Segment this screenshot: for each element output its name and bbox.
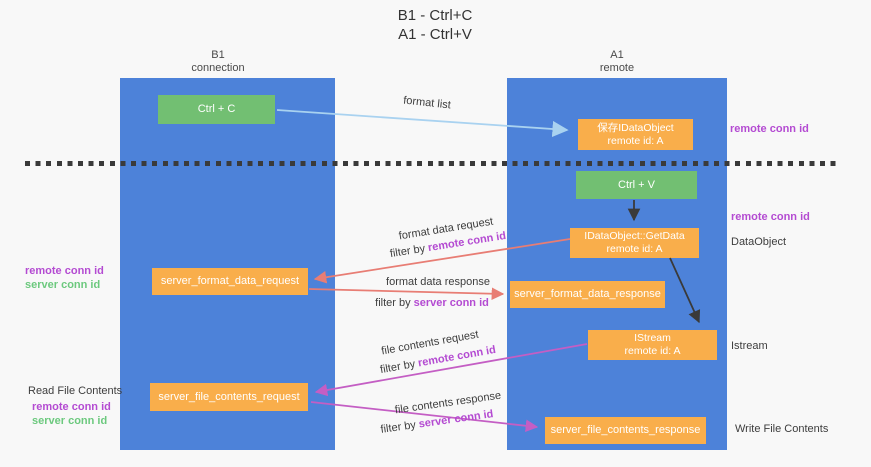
remote-conn-id-annotation-top: remote conn id xyxy=(730,123,809,135)
ctrl-v-label: Ctrl + V xyxy=(618,178,655,191)
save-dataobject-line2: remote id: A xyxy=(607,134,664,147)
lifeline-header-b1: B1 connection xyxy=(148,49,288,75)
lifeline-a1-role: remote xyxy=(599,62,635,74)
ctrl-c-label: Ctrl + C xyxy=(197,103,236,115)
title-line-1: B1 - Ctrl+C xyxy=(397,7,473,24)
server-file-contents-request-box: server_file_contents_request xyxy=(150,383,308,411)
istream-box: IStream remote id: A xyxy=(588,330,717,360)
getdata-box: IDataObject::GetData remote id: A xyxy=(570,228,699,258)
remote-conn-id-annotation-mid: remote conn id xyxy=(731,211,810,223)
server-file-contents-request-label: server_file_contents_request xyxy=(158,390,300,403)
filter-by-text: filter by xyxy=(389,242,430,261)
format-list-label: format list xyxy=(402,94,452,112)
filter-by-text: filter by xyxy=(379,357,420,377)
remote-conn-id-annotation-left-top: remote conn id xyxy=(25,265,104,277)
ctrl-c-box: Ctrl + C xyxy=(158,95,275,124)
session-divider-dashed-line xyxy=(25,161,838,166)
ctrl-v-box: Ctrl + V xyxy=(576,171,697,199)
filter-by-text: filter by xyxy=(375,297,414,309)
filter-by-server-conn-id-label-1: filter by server conn id xyxy=(352,297,512,309)
server-format-data-request-label: server_format_data_request xyxy=(160,275,300,287)
server-file-contents-response-box: server_file_contents_response xyxy=(545,417,706,444)
getdata-line2: remote id: A xyxy=(606,243,663,255)
remote-conn-id-annotation-left-bottom: remote conn id xyxy=(32,401,111,413)
lifeline-b1-role: connection xyxy=(191,62,245,74)
diagram-title: B1 - Ctrl+C A1 - Ctrl+V xyxy=(330,6,540,44)
format-data-response-label: format data response xyxy=(386,276,490,288)
istream-annotation: Istream xyxy=(731,340,768,352)
lifeline-a1-name: A1 xyxy=(610,49,624,61)
server-format-data-response-box: server_format_data_response xyxy=(510,281,665,308)
istream-line1: IStream xyxy=(634,332,671,344)
server-format-data-request-box: server_format_data_request xyxy=(152,268,308,295)
server-format-data-response-label: server_format_data_response xyxy=(514,288,661,300)
server-conn-id-annotation-left-top: server conn id xyxy=(25,279,101,291)
write-file-contents-annotation: Write File Contents xyxy=(735,423,829,435)
lifeline-b1-name: B1 xyxy=(211,49,225,61)
dataobject-annotation: DataObject xyxy=(731,236,787,248)
format-data-response-arrow xyxy=(308,287,505,301)
title-line-2: A1 - Ctrl+V xyxy=(398,26,472,43)
lifeline-header-a1: A1 remote xyxy=(547,49,687,75)
filter-by-text: filter by xyxy=(379,418,420,436)
getdata-line1: IDataObject::GetData xyxy=(584,230,685,242)
save-dataobject-box: 保存IDataObject remote id: A xyxy=(578,119,693,150)
server-conn-id-annotation-left-bottom: server conn id xyxy=(32,415,108,427)
server-file-contents-response-label: server_file_contents_response xyxy=(550,424,701,436)
istream-line2: remote id: A xyxy=(624,345,681,357)
save-dataobject-line1: 保存IDataObject xyxy=(597,121,674,134)
server-conn-id-highlight: server conn id xyxy=(413,297,489,309)
read-file-contents-annotation: Read File Contents xyxy=(28,385,123,397)
